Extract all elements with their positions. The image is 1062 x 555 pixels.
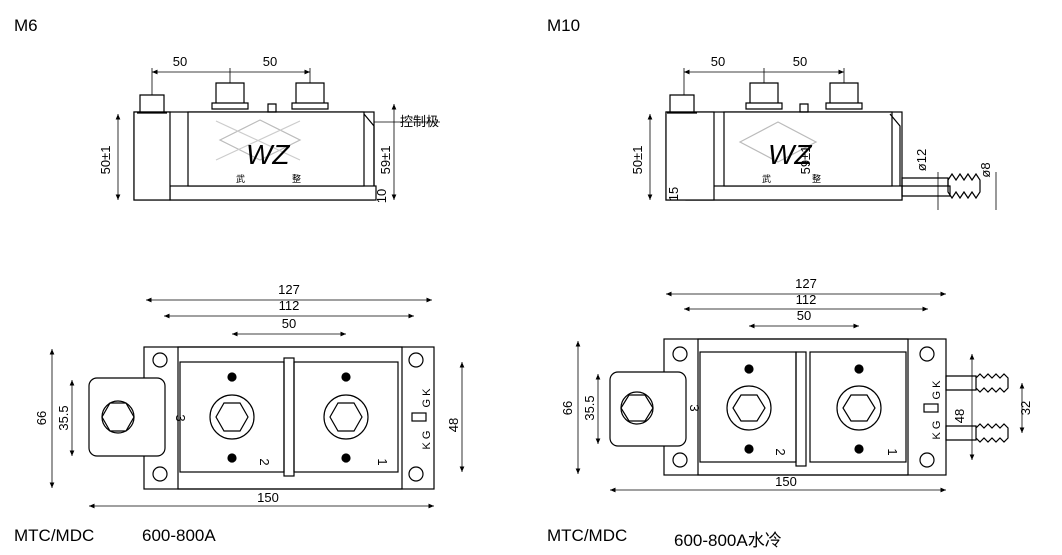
- left-plan-dim-127: 127: [278, 282, 300, 297]
- left-plan-view: [88, 346, 435, 490]
- left-plan-dim-35-5: 35.5: [56, 405, 71, 430]
- left-side-dim-height: 50±1: [98, 146, 113, 175]
- left-gate-top: G K: [421, 388, 433, 408]
- right-plan-dim-32: 32: [1018, 401, 1033, 415]
- left-logo: WZ: [246, 139, 290, 170]
- left-terminal-3: 3: [173, 414, 188, 421]
- right-side-view: [665, 82, 981, 201]
- left-logo-sub-b: 整: [292, 173, 301, 184]
- right-side-dim-d12: ø12: [914, 149, 929, 171]
- right-plan-dim-127: 127: [795, 276, 817, 291]
- left-caption-range: 600-800A: [142, 526, 216, 545]
- left-plan-dim-50: 50: [282, 316, 296, 331]
- right-logo-sub-b: 整: [812, 173, 821, 184]
- left-plan-dim-66: 66: [34, 411, 49, 425]
- right-terminal-2: 2: [773, 448, 788, 455]
- left-side-view: [133, 82, 377, 201]
- right-side-dim-top-a: 50: [711, 54, 725, 69]
- right-side-dim-height: 50±1: [630, 146, 645, 175]
- left-gate-bottom: K G: [421, 431, 433, 450]
- right-plan-dim-150: 150: [775, 474, 797, 489]
- left-plan-dim-48: 48: [446, 418, 461, 432]
- dimension-lines: [49, 68, 1025, 509]
- right-terminal-3: 3: [687, 404, 702, 411]
- right-side-dim-total: 59±1: [798, 146, 813, 175]
- right-plan-dim-112: 112: [796, 292, 817, 307]
- left-terminal-2: 2: [257, 458, 272, 465]
- right-caption-model: MTC/MDC: [547, 526, 628, 545]
- left-logo-sub-a: 武: [236, 173, 245, 184]
- right-gate-top: G K: [931, 380, 943, 400]
- left-side-dim-top-b: 50: [263, 54, 277, 69]
- left-caption-model: MTC/MDC: [14, 526, 95, 545]
- left-plan-dim-112: 112: [279, 298, 300, 313]
- left-plan-dim-150: 150: [257, 490, 279, 505]
- left-side-dim-base: 10: [374, 189, 389, 203]
- right-plan-view: [609, 338, 1009, 476]
- left-control-label: 控制极: [400, 114, 439, 129]
- left-terminal-1: 1: [375, 458, 390, 465]
- right-model-title: M10: [547, 16, 581, 35]
- right-plan-dim-48: 48: [952, 409, 967, 423]
- right-plan-dim-66: 66: [560, 401, 575, 415]
- right-side-dim-top-b: 50: [793, 54, 807, 69]
- left-model-title: M6: [14, 16, 38, 35]
- right-logo: WZ: [768, 139, 812, 170]
- right-caption-range: 600-800A水冷: [674, 531, 782, 550]
- right-gate-bottom: K G: [931, 421, 943, 440]
- left-side-dim-total: 59±1: [378, 146, 393, 175]
- right-logo-sub-a: 武: [762, 173, 771, 184]
- left-side-dim-top-a: 50: [173, 54, 187, 69]
- right-terminal-1: 1: [885, 448, 900, 455]
- right-side-dim-base: 15: [666, 187, 681, 201]
- right-plan-dim-35-5: 35.5: [582, 395, 597, 420]
- right-plan-dim-50: 50: [797, 308, 811, 323]
- right-side-dim-d8: ø8: [978, 162, 993, 177]
